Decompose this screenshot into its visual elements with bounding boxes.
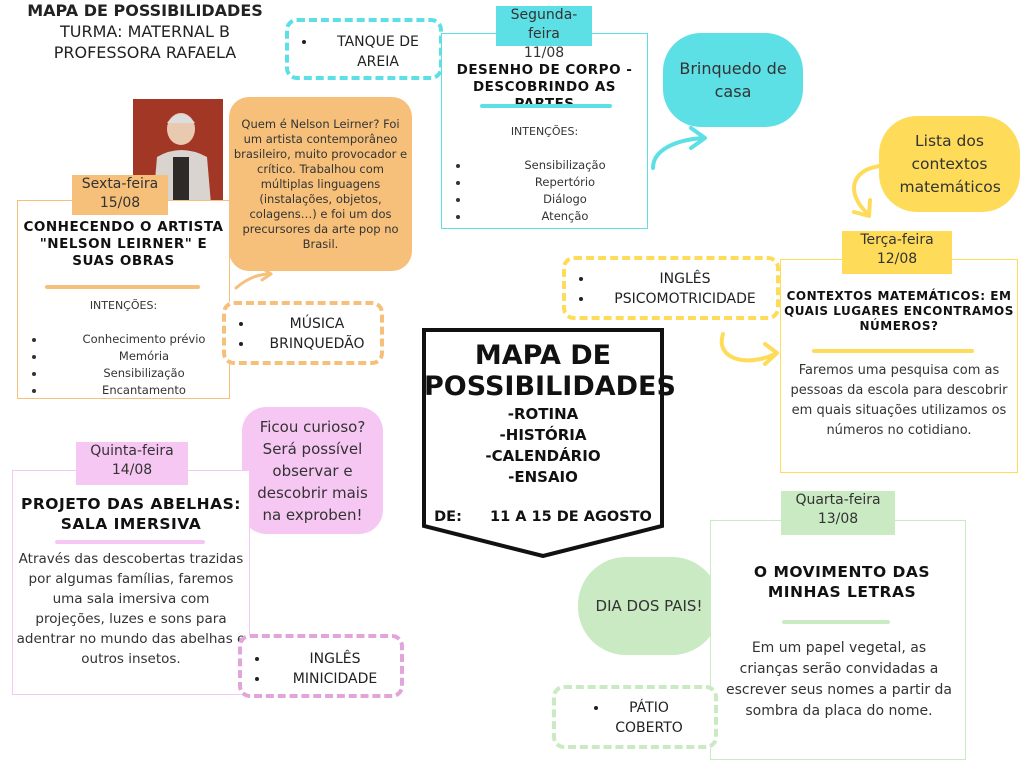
wednesday-description: Em um papel vegetal, as crianças serão c… [725, 640, 953, 719]
wednesday-extra-item: PÁTIO COBERTO [609, 698, 689, 738]
friday-day-tab: Sexta-feira 15/08 [72, 175, 168, 215]
monday-intent-heading: INTENÇÕES: [510, 125, 579, 138]
center-title-line2: POSSIBILIDADES [424, 371, 676, 402]
friday-bubble: Quem é Nelson Leirner? Foi um artista co… [229, 97, 412, 271]
wednesday-day-tab: Quarta-feira 13/08 [781, 491, 895, 535]
header-class: TURMA: MATERNAL B [60, 22, 230, 41]
thursday-extra-item: INGLÊS [270, 649, 400, 669]
friday-intention-item: Sensibilização [46, 365, 242, 382]
tuesday-arrow [719, 332, 779, 366]
wednesday-date: 13/08 [817, 511, 859, 527]
thursday-extras-list: INGLÊS MINICIDADE [242, 649, 400, 689]
thursday-extra-item: MINICIDADE [270, 669, 400, 689]
monday-title-line1: DESENHO DE CORPO - [456, 62, 633, 78]
header: MAPA DE POSSIBILIDADES TURMA: MATERNAL B… [20, 0, 270, 63]
monday-intention-item: Repertório [470, 174, 660, 191]
friday-title-line2: "NELSON LEIRNER" E [39, 236, 208, 252]
monday-card [441, 33, 648, 229]
center-item: -ROTINA [507, 405, 579, 423]
monday-intentions: Sensibilização Repertório Diálogo Atençã… [448, 157, 660, 225]
tuesday-bubble-arrow [852, 164, 882, 218]
center-item: -CALENDÁRIO [485, 447, 601, 465]
monday-bubble: Brinquedo de casa [663, 33, 803, 127]
monday-intention-item: Diálogo [470, 191, 660, 208]
friday-extras-box: MÚSICA BRINQUEDÃO [222, 301, 384, 365]
thursday-underline [55, 540, 205, 544]
monday-arrow [651, 126, 707, 170]
center-item: -ENSAIO [508, 468, 578, 486]
tuesday-bubble: Lista dos contextos matemáticos [879, 116, 1020, 212]
monday-bubble-text: Brinquedo de casa [679, 59, 787, 101]
thursday-card [12, 470, 250, 695]
tuesday-day-tab: Terça-feira 12/08 [842, 231, 952, 274]
tuesday-bubble-text: Lista dos contextos matemáticos [899, 131, 1001, 196]
thursday-bubble-text: Ficou curioso? Será possível observar e … [257, 417, 368, 524]
thursday-title: PROJETO DAS ABELHAS: SALA IMERSIVA [12, 494, 250, 534]
thursday-day-tab: Quinta-feira 14/08 [76, 442, 188, 485]
friday-title-line1: CONHECENDO O ARTISTA [23, 219, 224, 235]
thursday-day: Quinta-feira [90, 443, 174, 459]
friday-day: Sexta-feira [81, 176, 159, 192]
monday-title: DESENHO DE CORPO - DESCOBRINDO AS PARTES [441, 62, 648, 113]
friday-title-line3: SUAS OBRAS [72, 253, 175, 269]
tuesday-extra-item: INGLÊS [594, 269, 776, 289]
friday-bubble-text: Quem é Nelson Leirner? Foi um artista co… [233, 116, 408, 251]
monday-day-tab: Segunda-feira 11/08 [496, 6, 592, 61]
friday-title: CONHECENDO O ARTISTA "NELSON LEIRNER" E … [17, 219, 230, 270]
friday-intentions: Conhecimento prévio Memória Sensibilizaç… [24, 331, 242, 399]
tuesday-extras-list: INGLÊS PSICOMOTRICIDADE [566, 269, 776, 309]
wednesday-extras-list: PÁTIO COBERTO [556, 698, 714, 738]
wednesday-extras-box: PÁTIO COBERTO [552, 685, 718, 749]
tuesday-extra-item: PSICOMOTRICIDADE [594, 289, 776, 309]
center-title: MAPA DE POSSIBILIDADES [424, 340, 676, 402]
friday-arrow [234, 266, 273, 290]
center-items: -ROTINA -HISTÓRIA -CALENDÁRIO -ENSAIO [424, 404, 662, 488]
thursday-title-line1: PROJETO DAS ABELHAS: [21, 495, 241, 513]
thursday-title-line2: SALA IMERSIVA [60, 515, 202, 533]
friday-extras-list: MÚSICA BRINQUEDÃO [226, 314, 380, 354]
center-item: -HISTÓRIA [499, 426, 587, 444]
friday-intent-heading: INTENÇÕES: [89, 299, 158, 312]
wednesday-underline [782, 620, 890, 624]
tuesday-title: CONTEXTOS MATEMÁTICOS: EM QUAIS LUGARES … [784, 289, 1014, 333]
wednesday-day: Quarta-feira [795, 492, 881, 508]
center-date-label: DE: [434, 509, 462, 525]
friday-extra-item: MÚSICA [254, 314, 380, 334]
friday-card [17, 200, 230, 399]
monday-intention-item: Sensibilização [470, 157, 660, 174]
tuesday-card [780, 259, 1018, 473]
wednesday-bubble: DIA DOS PAIS! [578, 557, 720, 655]
thursday-extras-box: INGLÊS MINICIDADE [238, 634, 404, 698]
thursday-date: 14/08 [111, 462, 153, 478]
header-teacher: PROFESSORA RAFAELA [53, 43, 237, 62]
tuesday-date: 12/08 [876, 251, 918, 267]
thursday-bubble: Ficou curioso? Será possível observar e … [242, 407, 383, 534]
friday-date: 15/08 [99, 195, 141, 211]
wednesday-title: O MOVIMENTO DAS MINHAS LETRAS [753, 563, 931, 601]
center-date-value: 11 A 15 DE AGOSTO [490, 509, 652, 525]
friday-intention-item: Memória [46, 348, 242, 365]
friday-intention-item: Conhecimento prévio [46, 331, 242, 348]
tuesday-day: Terça-feira [860, 232, 934, 248]
center-banner [422, 328, 664, 558]
monday-day: Segunda-feira [510, 7, 578, 42]
center-date: DE: 11 A 15 DE AGOSTO [424, 507, 662, 527]
monday-extra-item: TANQUE DE AREIA [317, 32, 439, 72]
monday-extras-list: TANQUE DE AREIA [289, 32, 439, 72]
tuesday-description: Faremos uma pesquisa com as pessoas da e… [790, 363, 1008, 438]
tuesday-underline [812, 349, 974, 353]
friday-extra-item: BRINQUEDÃO [254, 334, 380, 354]
tuesday-extras-box: INGLÊS PSICOMOTRICIDADE [562, 256, 780, 320]
thursday-description: Através das descobertas trazidas por alg… [16, 551, 246, 667]
header-title: MAPA DE POSSIBILIDADES [27, 1, 263, 20]
monday-date: 11/08 [523, 45, 565, 61]
monday-intention-item: Atenção [470, 208, 660, 225]
wednesday-bubble-text: DIA DOS PAIS! [595, 597, 703, 615]
monday-underline [480, 104, 612, 108]
monday-extras-box: TANQUE DE AREIA [285, 18, 443, 80]
center-title-line1: MAPA DE [474, 340, 612, 371]
friday-underline [45, 285, 200, 289]
friday-intention-item: Encantamento [46, 382, 242, 399]
